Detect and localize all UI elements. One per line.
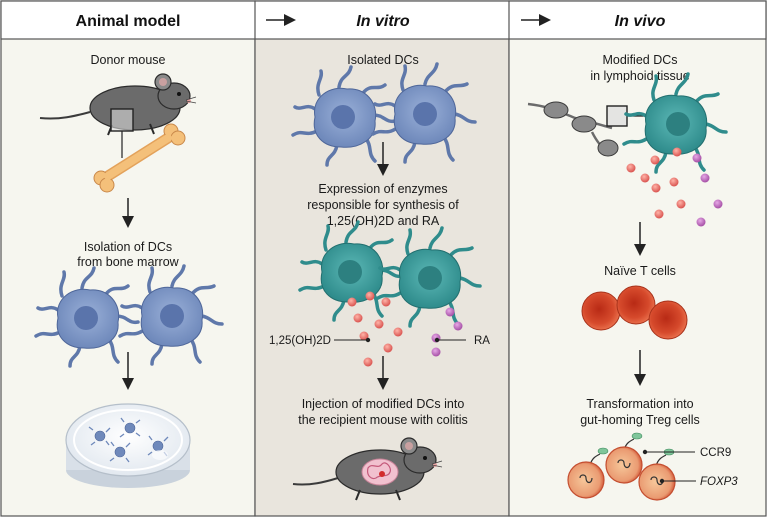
modified-dendritic-cell-icon — [298, 220, 404, 322]
vitamin-d-molecules — [626, 147, 686, 219]
dendritic-cell-icon — [118, 264, 224, 366]
label-isolation-1: Isolation of DCs — [84, 240, 172, 254]
panel-in-vivo — [508, 0, 767, 517]
header-in-vivo: In vivo — [615, 13, 666, 30]
label-transform-1: Transformation into — [586, 397, 693, 411]
label-vitamin-d: 1,25(OH)2D — [269, 335, 331, 347]
label-modified-dcs-2: in lymphoid tissue — [590, 69, 689, 83]
naive-t-cell-icon — [581, 285, 688, 340]
label-ccr9: CCR9 — [700, 447, 731, 459]
dendritic-cell-icon — [291, 65, 397, 167]
selection-box — [606, 105, 628, 127]
treg-cell-icon — [567, 447, 609, 499]
label-donor-mouse: Donor mouse — [90, 53, 165, 67]
header-in-vitro: In vitro — [356, 13, 410, 30]
label-injection-2: the recipient mouse with colitis — [298, 413, 468, 427]
label-expression-3: 1,25(OH)2D and RA — [327, 214, 440, 228]
treg-cell-icon — [638, 448, 676, 501]
petri-dish-icon — [65, 403, 191, 488]
modified-dendritic-cell-icon — [376, 226, 482, 328]
retinoic-acid-molecules — [692, 153, 723, 227]
label-modified-dcs-1: Modified DCs — [602, 53, 677, 67]
label-ra: RA — [474, 335, 490, 347]
label-isolated-dcs: Isolated DCs — [347, 53, 419, 67]
label-injection-1: Injection of modified DCs into — [302, 397, 465, 411]
label-foxp3: FOXP3 — [700, 476, 738, 488]
recipient-mouse-icon — [292, 437, 443, 501]
label-expression-2: responsible for synthesis of — [307, 198, 459, 212]
treg-cell-icon — [605, 432, 643, 484]
dendritic-cell-icon — [371, 62, 477, 164]
label-expression-1: Expression of enzymes — [318, 182, 447, 196]
mouse-icon — [39, 73, 197, 136]
label-transform-2: gut-homing Treg cells — [580, 413, 700, 427]
selection-box — [110, 108, 134, 132]
vitamin-d-molecules — [347, 291, 403, 367]
header-animal-model: Animal model — [76, 13, 181, 30]
label-isolation-2: from bone marrow — [77, 255, 179, 269]
lymph-node-icon — [527, 101, 619, 157]
header-band — [0, 0, 767, 40]
dendritic-cell-icon — [34, 266, 140, 368]
label-naive-t-cells: Naïve T cells — [604, 264, 676, 278]
bone-icon — [93, 123, 186, 193]
modified-dendritic-cell-icon — [622, 72, 728, 174]
panel-in-vitro — [254, 0, 510, 517]
